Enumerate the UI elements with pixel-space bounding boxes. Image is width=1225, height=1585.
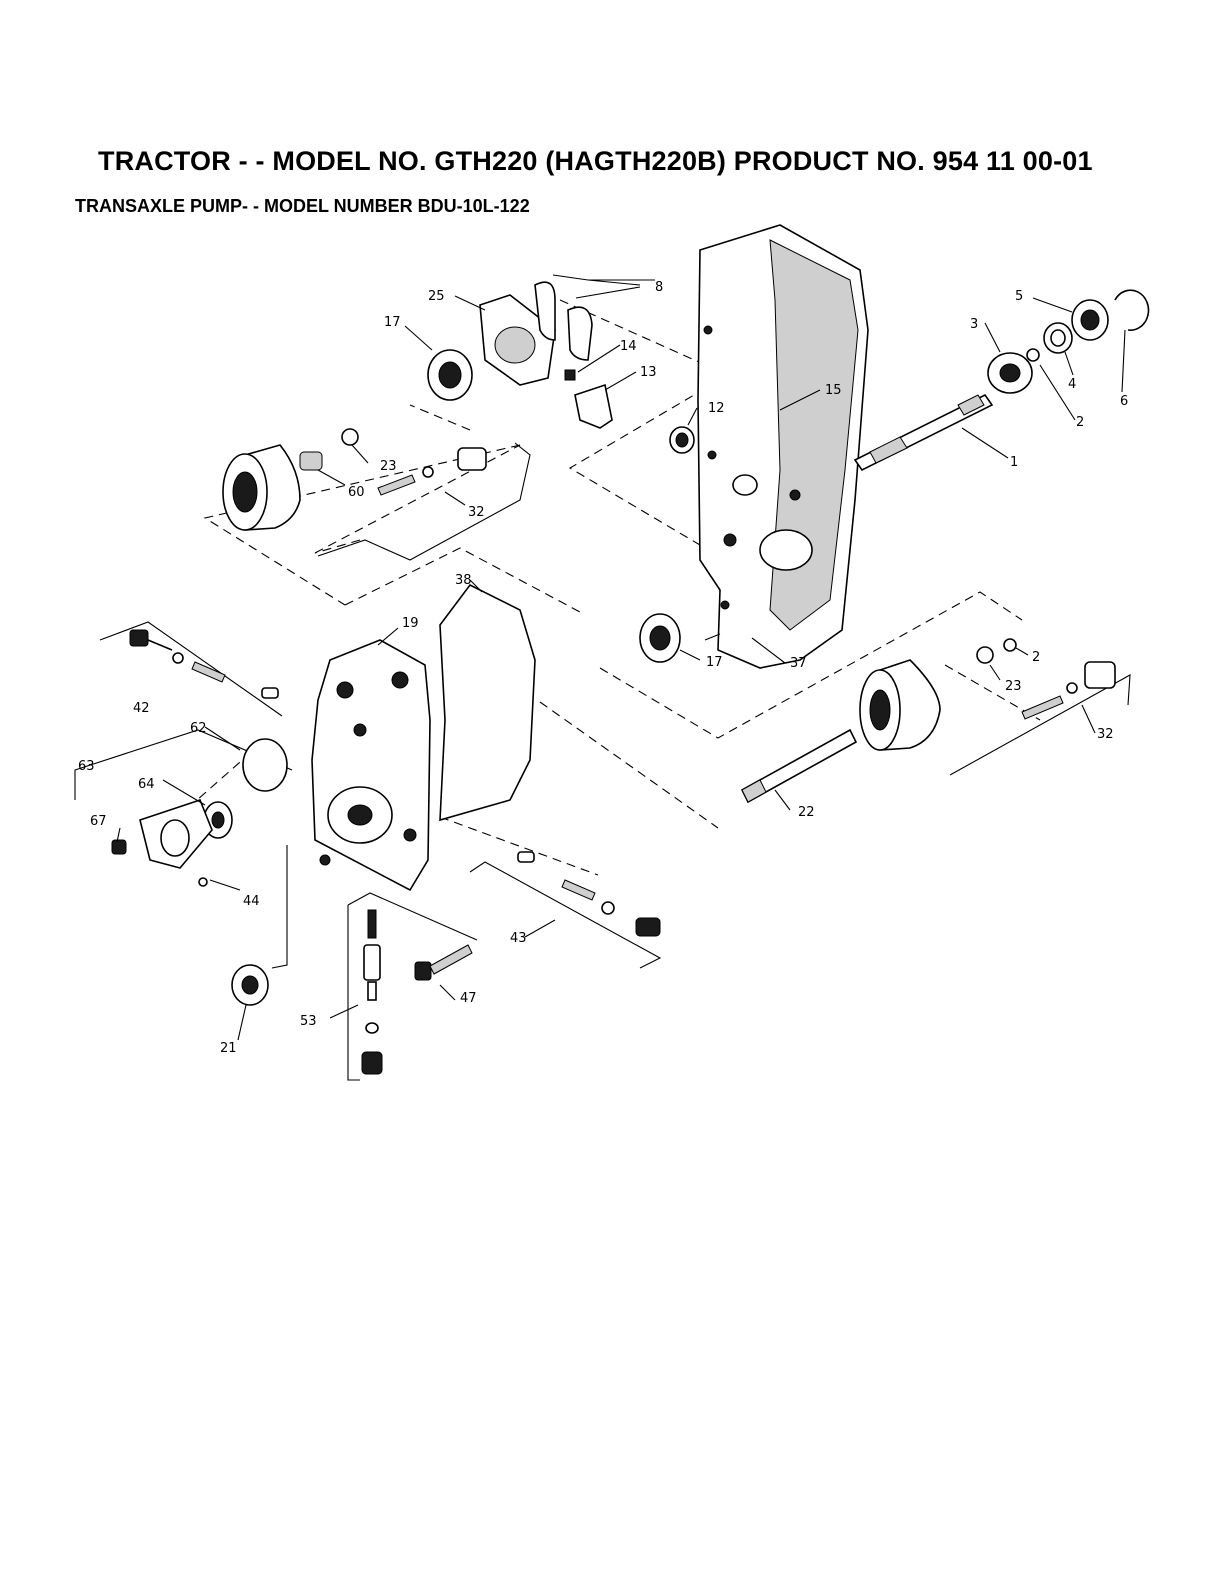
washer-part-4 — [1044, 323, 1072, 353]
callout-1: 1 — [1010, 455, 1018, 470]
bearing-part-5 — [1072, 300, 1108, 340]
oring-part-2-lower — [1004, 639, 1016, 651]
bolt-part-47 — [415, 945, 472, 980]
center-case-part-15 — [698, 225, 868, 668]
callout-6: 6 — [1120, 394, 1128, 409]
gasket-part-38 — [440, 585, 535, 820]
callout-37: 37 — [790, 656, 807, 671]
callout-43: 43 — [510, 931, 527, 946]
output-shaft-part-22 — [742, 730, 856, 802]
bypass-valve-part-53 — [362, 910, 382, 1074]
callout-38: 38 — [455, 573, 472, 588]
callout-2-lower: 2 — [1032, 650, 1040, 665]
oring-part-44 — [199, 878, 207, 886]
oring-part-2 — [1027, 349, 1039, 361]
spring-part-60 — [300, 452, 322, 470]
key-part-14 — [565, 370, 575, 380]
filter-part-62 — [243, 739, 287, 791]
callout-12: 12 — [708, 401, 725, 416]
callout-17-top: 17 — [384, 315, 401, 330]
callout-22: 22 — [798, 805, 815, 820]
callout-67: 67 — [90, 814, 107, 829]
callout-47: 47 — [460, 991, 477, 1006]
callout-23-top: 23 — [380, 459, 397, 474]
callout-14: 14 — [620, 339, 637, 354]
relief-valve-part-42 — [130, 630, 278, 698]
callout-19: 19 — [402, 616, 419, 631]
cover-plate-part-63 — [140, 800, 212, 868]
callout-64: 64 — [138, 777, 155, 792]
bearing-part-3 — [988, 353, 1032, 393]
callout-32-top: 32 — [468, 505, 485, 520]
washer-part-23-lower — [977, 647, 993, 663]
seal-part-12 — [670, 427, 694, 453]
callout-62: 62 — [190, 721, 207, 736]
cylinder-block-lower — [860, 660, 940, 750]
trunnion-arm-part-13 — [575, 385, 612, 428]
callout-53: 53 — [300, 1014, 317, 1029]
callout-42: 42 — [133, 701, 150, 716]
callout-13: 13 — [640, 365, 657, 380]
bearing-part-21 — [232, 965, 268, 1005]
input-shaft-part-1 — [855, 395, 992, 470]
washer-part-23-top — [342, 429, 358, 445]
bolt-part-67 — [112, 840, 126, 854]
seal-part-17-lower — [640, 614, 680, 662]
callout-17-lower: 17 — [706, 655, 723, 670]
callout-4: 4 — [1068, 377, 1076, 392]
end-cap-part-19 — [312, 640, 430, 890]
callout-21: 21 — [220, 1041, 237, 1056]
check-valve-part-43 — [518, 852, 660, 936]
snap-ring-part-6 — [1115, 290, 1148, 330]
callout-leaders — [117, 275, 1125, 1040]
callout-32-lower: 32 — [1097, 727, 1114, 742]
callout-15: 15 — [825, 383, 842, 398]
cylinder-block-top — [223, 445, 300, 530]
callout-23-lower: 23 — [1005, 679, 1022, 694]
seal-part-17-top — [428, 350, 472, 400]
callout-2-top: 2 — [1076, 415, 1084, 430]
callout-8: 8 — [655, 280, 663, 295]
callout-25: 25 — [428, 289, 445, 304]
callout-5: 5 — [1015, 289, 1023, 304]
callout-3: 3 — [970, 317, 978, 332]
callout-63: 63 — [78, 759, 95, 774]
callout-44: 44 — [243, 894, 260, 909]
callout-60: 60 — [348, 485, 365, 500]
